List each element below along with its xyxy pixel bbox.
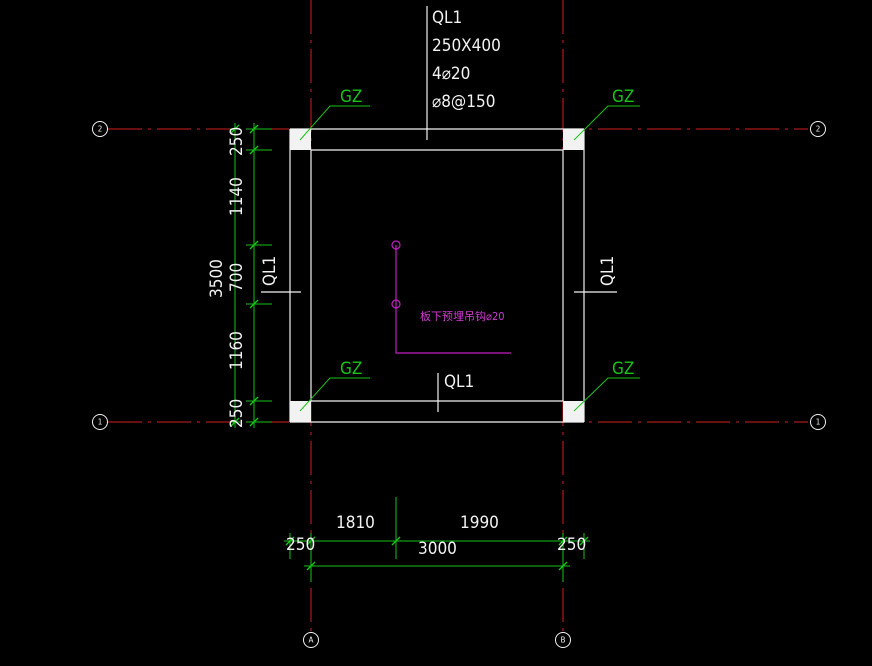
svg-text:GZ: GZ [340,359,362,379]
gz-label-top-right: GZ [573,87,640,141]
axis-bubble-row-1-right: 1 [810,414,826,430]
dim-v-middle: 700 [227,263,247,292]
svg-text:2: 2 [816,125,821,134]
svg-text:QL1: QL1 [444,372,474,392]
dim-h-total: 3000 [418,539,457,559]
dim-h-seg1: 1810 [336,513,375,533]
axis-bubble-col-b: B [555,632,571,648]
gz-label-bottom-left: GZ [299,359,370,412]
dim-v-upper: 1140 [227,177,247,216]
dim-h-seg2: 1990 [460,513,499,533]
gz-label-top-left: GZ [299,87,370,141]
svg-text:GZ: GZ [612,87,634,107]
svg-text:1: 1 [98,418,103,427]
svg-text:A: A [309,636,314,645]
hook-note: 板下预埋吊钩⌀20 [420,309,505,323]
axis-bubble-row-2-right: 2 [810,121,826,137]
gz-column-bottom-left [290,401,311,422]
svg-text:B: B [561,636,566,645]
vertical-dimension-chain [230,123,272,428]
beam-name: QL1 [432,8,462,28]
dim-h-left: 250 [286,535,315,555]
svg-text:1: 1 [816,418,821,427]
beam-size: 250X400 [432,36,501,56]
gz-column-top-right [563,129,584,150]
beam-top-bars: 4⌀20 [432,64,470,84]
dim-h-right: 250 [557,535,586,555]
ql1-mark-left: QL1 [260,256,301,293]
axis-bubble-row-1-left: 1 [92,414,108,430]
axis-bubble-col-a: A [303,632,319,648]
svg-text:GZ: GZ [340,87,362,107]
ql1-mark-bottom: QL1 [437,372,474,412]
wall-outline [289,128,585,423]
dim-v-total: 3500 [207,259,227,298]
ql1-mark-right: QL1 [574,256,618,293]
dim-v-lower: 1160 [227,331,247,370]
beam-annotation-ql1: QL1 250X400 4⌀20 ⌀8@150 [426,6,501,140]
dim-v-top: 250 [227,127,247,156]
svg-text:QL1: QL1 [598,256,618,286]
svg-text:QL1: QL1 [260,256,280,286]
hook-annotation: 板下预埋吊钩⌀20 [391,240,511,354]
gz-label-bottom-right: GZ [573,359,640,412]
axis-bubble-row-2-left: 2 [92,121,108,137]
horizontal-dimension-chain [284,497,590,582]
svg-text:2: 2 [98,125,103,134]
svg-text:GZ: GZ [612,359,634,379]
beam-stirrup: ⌀8@150 [432,92,495,112]
dim-v-bottom: 250 [227,399,247,428]
